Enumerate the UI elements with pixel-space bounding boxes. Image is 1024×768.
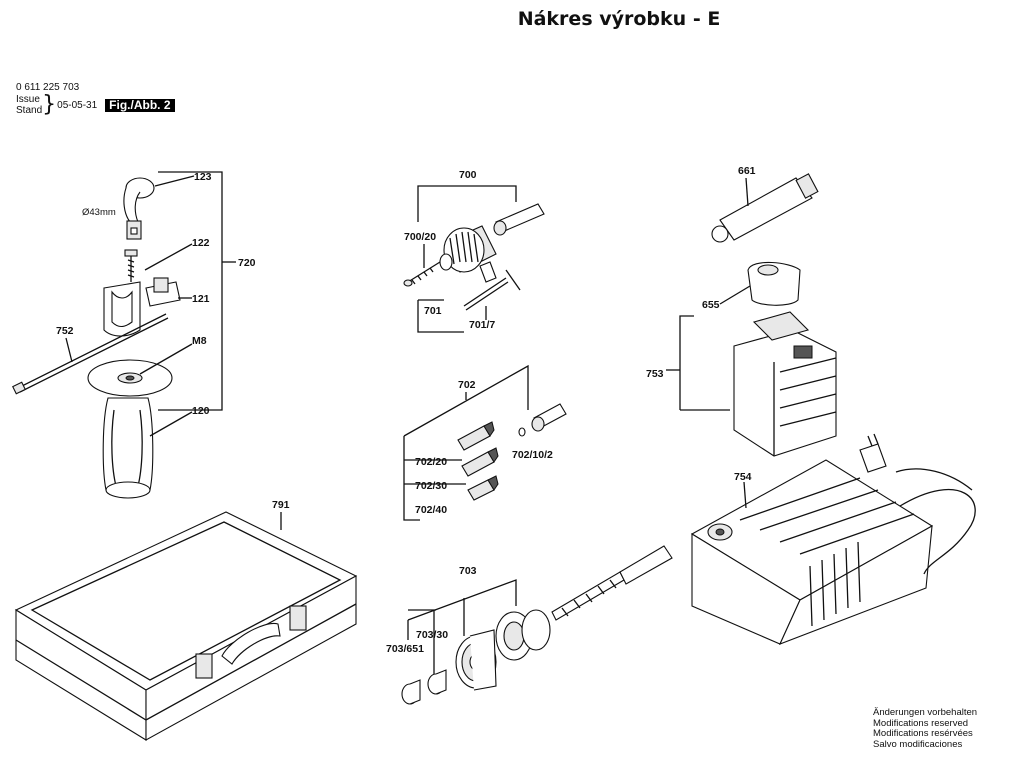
- sds-adapter: [493, 203, 545, 236]
- label-702-20: 702/20: [415, 456, 447, 468]
- screwdriver-bits-group: 702 702/20 702/30 702/40 702/10/2: [403, 364, 567, 521]
- chuck-screw: [403, 261, 441, 287]
- label-120: 120: [192, 405, 210, 417]
- screw-122: [124, 249, 138, 282]
- label-123: 123: [194, 171, 212, 183]
- chuck-key: [463, 261, 521, 311]
- bit-702-40: [467, 475, 499, 501]
- charger-754: [690, 433, 976, 645]
- label-791: 791: [272, 499, 290, 511]
- carrying-case-791: [14, 511, 358, 741]
- notice-line-fr: Modifications resérvées: [873, 728, 973, 739]
- page-title: Nákres výrobku - E: [517, 8, 721, 30]
- adapter-set-group: 703 703/30 703/651: [386, 545, 673, 705]
- document-meta: 0 611 225 703 Issue Stand } 05-05-31 Fig…: [16, 82, 175, 116]
- label-752: 752: [56, 325, 74, 337]
- drill-bit: [551, 545, 673, 621]
- battery-pack-753: [733, 311, 837, 457]
- clamp-band-123: [123, 177, 155, 240]
- label-700: 700: [459, 169, 477, 181]
- handle-assembly-group: 720 123 Ø43mm 122 121: [12, 171, 256, 499]
- bit-702-20: [457, 421, 495, 451]
- keyed-chuck: [439, 225, 497, 273]
- brace-icon: }: [42, 92, 57, 117]
- label-701: 701: [424, 305, 442, 317]
- figure-badge: Fig./Abb. 2: [105, 98, 175, 112]
- label-720: 720: [238, 257, 256, 269]
- notice-line-de: Änderungen vorbehalten: [873, 707, 978, 718]
- toothed-ring: [455, 629, 497, 691]
- locking-ring: [495, 609, 551, 661]
- notice-line-en: Modifications reserved: [873, 717, 969, 729]
- issue-date: 05-05-31: [57, 99, 98, 111]
- chuck-assembly-group: 700 700/20 701: [403, 169, 545, 333]
- label-702: 702: [458, 379, 476, 391]
- label-703-30: 703/30: [416, 629, 448, 641]
- sleeve-medium: [427, 669, 447, 695]
- sleeve-small: [401, 679, 421, 705]
- label-M8: M8: [192, 335, 207, 347]
- modification-notice: Änderungen vorbehalten Modifications res…: [873, 707, 978, 750]
- label-753: 753: [646, 368, 664, 380]
- label-702-40: 702/40: [415, 504, 447, 516]
- label-122: 122: [192, 237, 210, 249]
- grease-tube-661: [711, 173, 819, 243]
- label-702-30: 702/30: [415, 480, 447, 492]
- label-703: 703: [459, 565, 477, 577]
- bracket-121: [103, 277, 181, 337]
- label-754: 754: [734, 471, 752, 483]
- label-diameter: Ø43mm: [82, 207, 116, 218]
- bit-702-30: [461, 447, 499, 477]
- label-701-7: 701/7: [469, 319, 495, 331]
- label-700-20: 700/20: [404, 231, 436, 243]
- bit-holder: [518, 403, 567, 437]
- label-655: 655: [702, 299, 720, 311]
- flange-disc: [87, 359, 173, 397]
- side-grip-120: [102, 397, 154, 499]
- issue-label: Issue: [16, 94, 40, 105]
- notice-line-es: Salvo modificaciones: [873, 738, 963, 750]
- label-121: 121: [192, 293, 210, 305]
- label-661: 661: [738, 165, 756, 177]
- label-702-10-2: 702/10/2: [512, 449, 553, 461]
- label-703-651: 703/651: [386, 643, 424, 655]
- part-number: 0 611 225 703: [16, 82, 80, 93]
- stand-label: Stand: [16, 105, 43, 116]
- battery-cap-655: [747, 261, 801, 306]
- depth-rod-752: [12, 313, 169, 395]
